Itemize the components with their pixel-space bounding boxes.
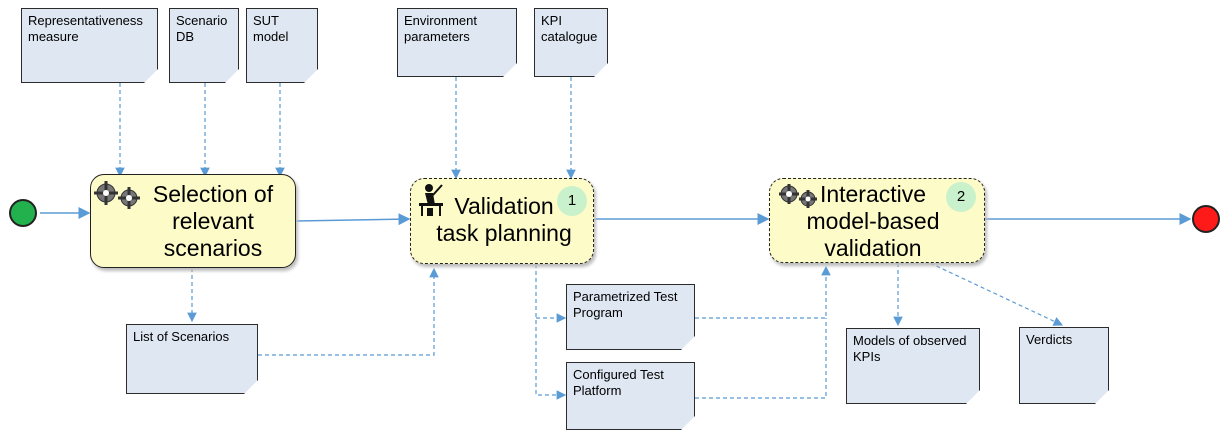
flow-selection-to-planning [295, 213, 411, 226]
task-label: Selection of relevant scenarios [152, 181, 274, 261]
sequence-flow [40, 207, 1192, 226]
assoc-platform-to-validation [695, 318, 827, 399]
start-event [9, 199, 37, 227]
gears-icon [779, 184, 817, 208]
doc-sut-model: SUT model [246, 8, 318, 83]
doc-representativeness-measure: Representativeness measure [21, 8, 158, 83]
doc-models-of-observed-kpis: Models of observed KPIs [846, 328, 980, 404]
data-associations [115, 77, 1064, 400]
doc-environment-parameters: Environment parameters [397, 8, 517, 77]
task-label: Interactive model-based validation [806, 181, 940, 261]
task-selection-of-relevant-scenarios: Selection of relevant scenarios [90, 174, 296, 268]
person-at-desk-icon [419, 184, 443, 216]
assoc-program-to-validation [695, 265, 831, 319]
task-number-badge: 1 [557, 186, 587, 216]
doc-parametrized-test-program: Parametrized Test Program [566, 284, 695, 350]
doc-kpi-catalogue: KPI catalogue [534, 8, 608, 77]
assoc-validation-to-verdicts [929, 262, 1064, 326]
doc-list-of-scenarios: List of Scenarios [126, 324, 258, 394]
task-validation-task-planning: Validation task planning 1 [410, 178, 594, 264]
end-event [1192, 205, 1220, 233]
gears-icon [94, 181, 140, 209]
task-interactive-model-based-validation: Interactive model-based validation 2 [769, 178, 985, 263]
task-number-badge: 2 [946, 182, 976, 212]
doc-scenario-db: Scenario DB [169, 8, 239, 83]
assoc-list-to-planning [258, 267, 439, 356]
doc-configured-test-platform: Configured Test Platform [566, 362, 695, 430]
doc-verdicts: Verdicts [1019, 327, 1109, 404]
assoc-planning-to-platform [535, 264, 567, 400]
task-label: Validation task planning [436, 193, 572, 246]
